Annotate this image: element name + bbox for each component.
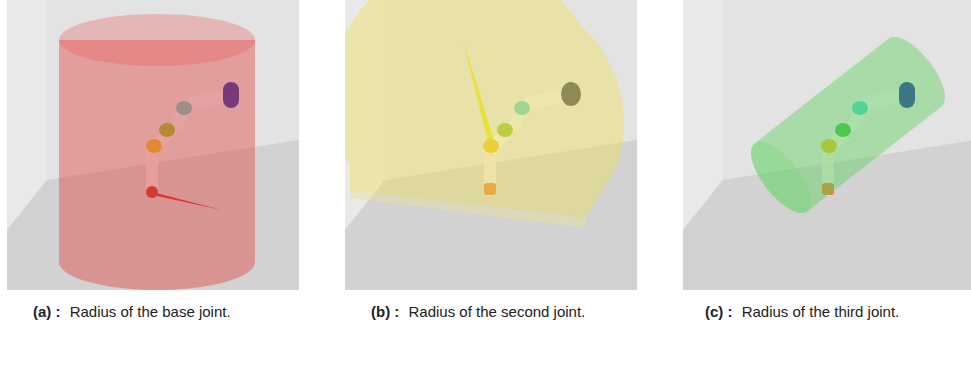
- caption-text: Radius of the second joint.: [409, 303, 586, 320]
- figure-caption: (a) : Radius of the base joint.: [33, 300, 238, 323]
- figure-caption: (c) : Radius of the third joint.: [705, 300, 920, 323]
- render-third-joint: [683, 0, 971, 290]
- figure-caption: (b) : Radius of the second joint.: [371, 300, 586, 323]
- subfigure-tag: (b) :: [371, 303, 399, 320]
- render-second-joint: [345, 0, 637, 290]
- render-base-joint: [7, 0, 299, 290]
- caption-text: Radius of the third joint.: [742, 303, 900, 320]
- subfigure-tag: (a) :: [33, 303, 61, 320]
- caption-text: Radius of the base joint.: [70, 303, 231, 320]
- subfigure-tag: (c) :: [705, 303, 733, 320]
